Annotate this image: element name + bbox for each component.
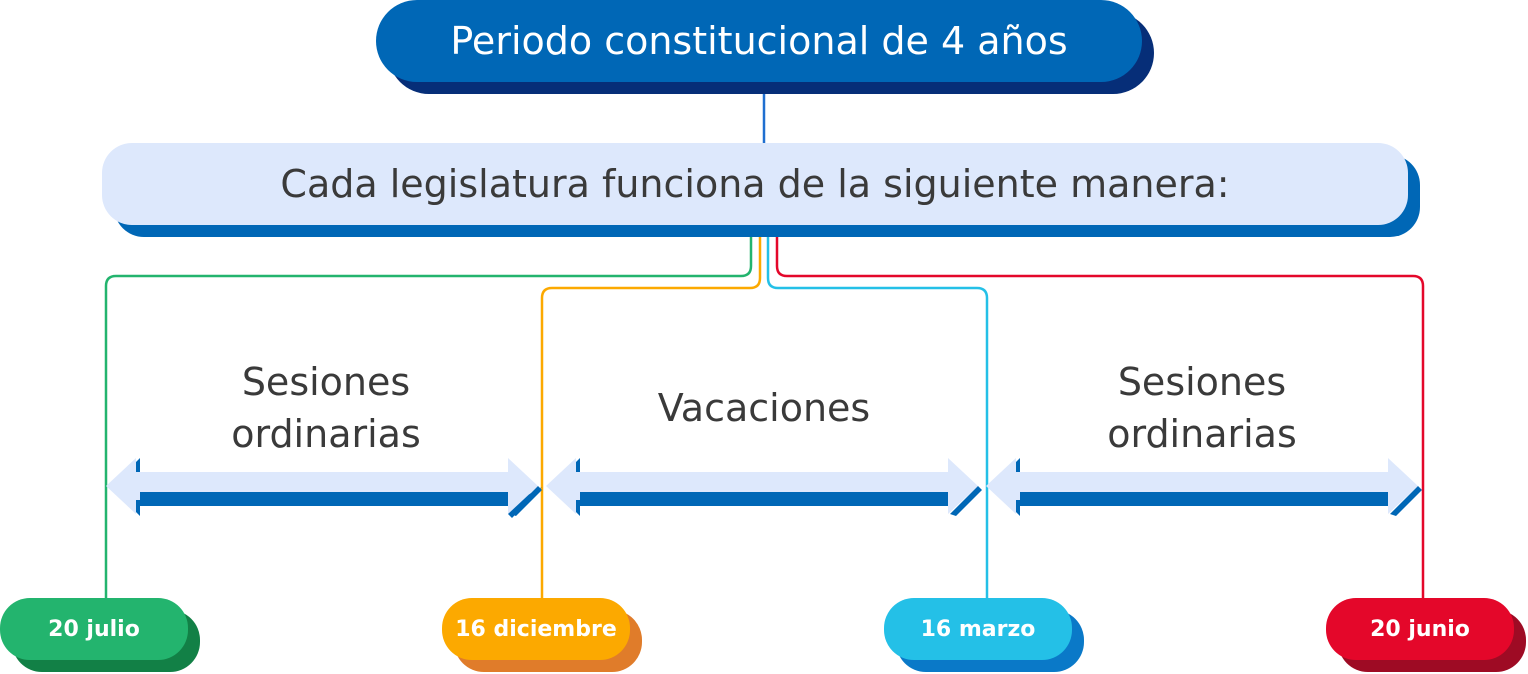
date-badge-2: 16 diciembre (442, 598, 642, 672)
subtitle-text: Cada legislatura funciona de la siguient… (102, 143, 1408, 225)
date-badge-4-label: 20 junio (1326, 598, 1514, 660)
date-badge-1-label: 20 julio (0, 598, 188, 660)
period-label-1: Sesiones ordinarias (176, 356, 476, 460)
double-arrow-3 (986, 458, 1422, 516)
date-badge-3: 16 marzo (884, 598, 1084, 672)
date-badge-2-label: 16 diciembre (442, 598, 630, 660)
period-label-3-line1: Sesiones (1117, 360, 1287, 404)
period-label-1-line1: Sesiones (241, 360, 411, 404)
period-label-2: Vacaciones (614, 382, 914, 434)
date-badge-4: 20 junio (1326, 598, 1526, 672)
red-connector (775, 232, 1425, 600)
period-label-3: Sesiones ordinarias (1052, 356, 1352, 460)
double-arrow-3-stripe (1020, 492, 1388, 500)
period-label-1-line2: ordinarias (231, 412, 421, 456)
double-arrow-3-shadow (1014, 458, 1388, 516)
double-arrow-1 (106, 458, 542, 518)
double-arrow-2-tip (950, 486, 982, 516)
date-badge-3-label: 16 marzo (884, 598, 1072, 660)
double-arrow-2-shadow (574, 458, 948, 516)
double-arrow-1-tip (510, 486, 542, 516)
orange-connector (540, 232, 762, 600)
cyan-connector (766, 232, 989, 600)
title-banner: Periodo constitucional de 4 años (376, 0, 1154, 94)
period-label-3-line2: ordinarias (1107, 412, 1297, 456)
subtitle-banner: Cada legislatura funciona de la siguient… (102, 143, 1420, 237)
green-connector (104, 232, 753, 600)
date-badge-1: 20 julio (0, 598, 200, 672)
double-arrow-1-shadow (134, 458, 542, 518)
title-text: Periodo constitucional de 4 años (376, 0, 1142, 82)
double-arrow-1-stripe (140, 492, 508, 500)
period-label-2-line1: Vacaciones (657, 386, 871, 430)
double-arrow-2 (546, 458, 982, 516)
double-arrow-3-tip (1390, 486, 1422, 516)
double-arrow-2-stripe (580, 492, 948, 500)
